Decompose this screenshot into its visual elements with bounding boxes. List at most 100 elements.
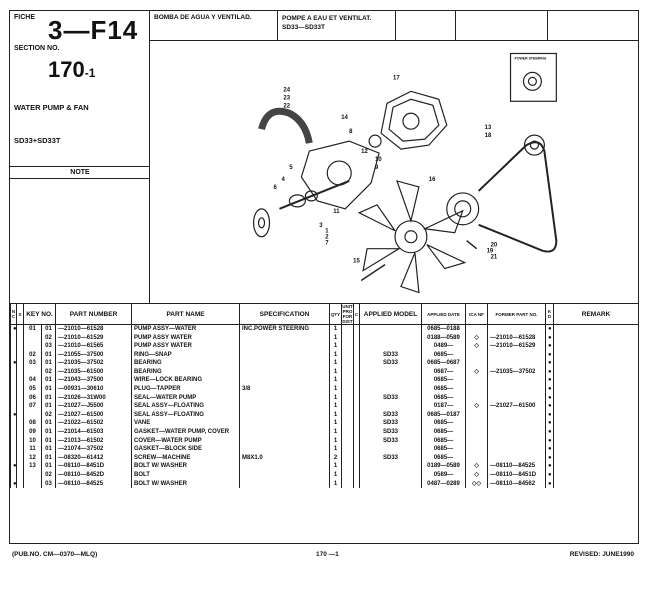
page-number: 170 —1 xyxy=(316,551,339,558)
cell-qty: 1 xyxy=(329,427,343,437)
fiche-number: 3—F14 xyxy=(48,15,139,45)
cell-model xyxy=(359,479,423,489)
cell-model xyxy=(359,342,423,351)
col-key-no: KEY NO. xyxy=(22,303,57,325)
cell-spec xyxy=(239,436,331,446)
cell-unit xyxy=(341,445,355,454)
cell-pn: —21055—37500 xyxy=(55,350,133,360)
cell-pn: —21010—61528 xyxy=(55,324,133,334)
cell-ica xyxy=(465,419,489,428)
cell-date: 0685— xyxy=(421,427,467,437)
inset-pulley-icon xyxy=(522,71,542,91)
col-part-number: PART NUMBER xyxy=(55,303,133,325)
cell-model xyxy=(359,470,423,480)
cell-date: 0685— xyxy=(421,393,467,403)
cell-key: 03 xyxy=(23,359,42,368)
inset-box xyxy=(509,52,557,102)
cell-key xyxy=(23,479,42,489)
cell-remark xyxy=(553,445,640,454)
cell-nc: ● xyxy=(10,359,17,368)
cell-key: 07 xyxy=(23,402,42,411)
bolt-icon xyxy=(466,240,478,250)
cell-name: SCREW—MACHINE xyxy=(131,453,241,463)
cell-kd: ● xyxy=(545,393,555,403)
cell-unit xyxy=(341,342,355,351)
cell-qty: 1 xyxy=(329,359,343,368)
cell-kd: ● xyxy=(545,436,555,446)
callout-label: 22 xyxy=(283,103,290,109)
cell-former xyxy=(487,324,547,334)
cell-unit xyxy=(341,402,355,411)
cell-former xyxy=(487,453,547,463)
cell-s xyxy=(16,470,24,480)
col-kd: K D xyxy=(545,303,555,325)
cell-model: SD33 xyxy=(359,453,423,463)
cell-date: 0188—0589 xyxy=(421,333,467,342)
cell-pn: —21027—61500 xyxy=(55,410,133,420)
cell-former: —08110—84562 xyxy=(487,479,547,489)
cell-name: BOLT xyxy=(131,470,241,480)
cell-nc: ● xyxy=(10,462,17,471)
cell-model xyxy=(359,367,423,377)
cell-model xyxy=(359,384,423,394)
cell-key: 11 xyxy=(23,445,42,454)
cell-s xyxy=(16,402,24,411)
cell-key: 01 xyxy=(23,324,42,334)
cell-spec xyxy=(239,376,331,385)
cell-name: RING—SNAP xyxy=(131,350,241,360)
cell-ica xyxy=(465,445,489,454)
cell-ica xyxy=(465,350,489,360)
cell-spec xyxy=(239,333,331,342)
cell-remark xyxy=(553,436,640,446)
col-qty: QTY xyxy=(329,303,343,325)
callout-label: 15 xyxy=(353,259,360,265)
cell-model xyxy=(359,333,423,342)
cell-unit xyxy=(341,479,355,489)
cell-remark xyxy=(553,427,640,437)
cell-sub: 02 xyxy=(40,367,57,377)
cell-date: 0685—0188 xyxy=(421,324,467,334)
title-french-line2: SD33—SD33T xyxy=(282,24,325,31)
cell-remark xyxy=(553,402,640,411)
fan-icon xyxy=(357,180,467,294)
cell-key xyxy=(23,342,42,351)
hose-icon xyxy=(258,107,313,144)
cell-spec xyxy=(239,462,331,471)
ps-pulley-icon xyxy=(523,134,545,156)
section-label: SECTION NO. xyxy=(14,45,60,52)
blank-title-cell xyxy=(456,11,548,41)
cell-unit xyxy=(341,367,355,377)
cell-former xyxy=(487,350,547,360)
cell-kd: ● xyxy=(545,470,555,480)
cell-ica xyxy=(465,436,489,446)
cell-date: 0487—0289 xyxy=(421,479,467,489)
cell-qty: 1 xyxy=(329,410,343,420)
title-spanish: BOMBA DE AGUA Y VENTILAD. xyxy=(150,11,278,41)
cell-pn: —08110—8451D xyxy=(55,462,133,471)
callout-label: 19 xyxy=(487,249,494,255)
cell-key: 13 xyxy=(23,462,42,471)
cell-kd: ● xyxy=(545,367,555,377)
cell-model xyxy=(359,376,423,385)
table-header-row: N C S KEY NO. PART NUMBER PART NAME SPEC… xyxy=(10,303,640,325)
section-info-panel: FICHE 3—F14 SECTION NO. 170-1 WATER PUMP… xyxy=(10,11,150,303)
cell-remark xyxy=(553,359,640,368)
col-s: S xyxy=(16,303,24,325)
cell-s xyxy=(16,436,24,446)
cell-date: 0589— xyxy=(421,470,467,480)
cell-sub: 02 xyxy=(40,333,57,342)
cell-unit xyxy=(341,436,355,446)
cell-key xyxy=(23,367,42,377)
cell-key: 08 xyxy=(23,419,42,428)
section-number: 170-1 xyxy=(48,57,95,83)
cell-model: SD33 xyxy=(359,419,423,428)
cell-pn: —21043—37500 xyxy=(55,376,133,385)
